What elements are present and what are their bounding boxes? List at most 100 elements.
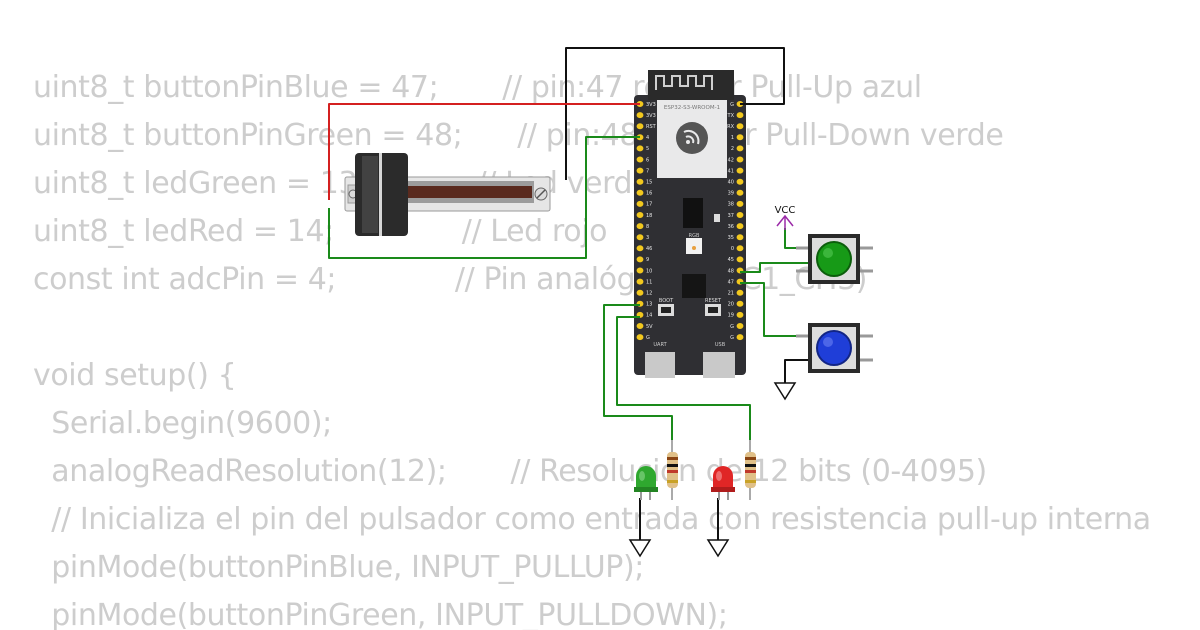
pin-pad[interactable]: [636, 189, 644, 196]
pin-label: RX: [727, 124, 734, 130]
pin-pad[interactable]: [736, 123, 744, 130]
pin-pad[interactable]: [736, 234, 744, 241]
pin-pad[interactable]: [636, 200, 644, 207]
pin-label: 18: [646, 213, 652, 219]
pin-pad[interactable]: [636, 212, 644, 218]
pin-label: 17: [646, 202, 652, 208]
pin-pad[interactable]: [736, 134, 744, 141]
wire-green-button-blue-pin47: [740, 282, 808, 337]
pin-pad[interactable]: [636, 156, 644, 163]
pin-label: 3V3: [646, 113, 656, 119]
reset-label: RESET: [705, 298, 722, 304]
pin-label: 21: [728, 291, 734, 297]
pushbutton-blue[interactable]: [796, 323, 873, 373]
pin-pad[interactable]: [636, 256, 644, 263]
pin-label: 46: [646, 246, 652, 252]
pin-pad[interactable]: [636, 334, 644, 341]
usb-label: USB: [715, 342, 726, 348]
pin-pad[interactable]: [736, 112, 744, 119]
pin-pad[interactable]: [636, 234, 644, 241]
pin-label: 13: [646, 302, 652, 308]
wire-green-pot-adc: [328, 136, 640, 259]
pin-label: 37: [728, 213, 734, 219]
pin-pad[interactable]: [736, 256, 744, 263]
pin-label: 3V3: [646, 102, 656, 108]
pin-pad[interactable]: [736, 200, 744, 207]
pin-label: G: [646, 335, 650, 341]
pin-pad[interactable]: [736, 189, 744, 196]
pin-label: 9: [646, 257, 649, 263]
vcc-label: VCC: [775, 205, 796, 216]
pin-label: 40: [728, 180, 734, 186]
vcc-symbol: VCC: [775, 205, 796, 230]
pin-pad[interactable]: [736, 289, 744, 296]
pin-label: 5V: [646, 324, 653, 330]
code-line: pinMode(buttonPinGreen, INPUT_PULLDOWN);: [33, 598, 728, 630]
pin-pad[interactable]: [736, 156, 744, 163]
pin-pad[interactable]: [636, 278, 644, 285]
pin-pad[interactable]: [636, 178, 644, 185]
pin-label: 12: [646, 291, 652, 297]
esp32-s3-devkit[interactable]: ESP32-S3-WROOM-1 RGB BOOT RESET UART USB…: [634, 70, 746, 378]
wire-green-led-green-pin13: [603, 304, 673, 448]
wire-red-pot-3v3: [328, 103, 640, 200]
wire-green-button-green-pin48: [740, 262, 808, 273]
pin-pad[interactable]: [736, 212, 744, 218]
pin-pad[interactable]: [736, 300, 744, 307]
pin-pad[interactable]: [636, 245, 644, 252]
boot-label: BOOT: [659, 298, 674, 304]
pin-pad[interactable]: [636, 167, 644, 174]
code-line: pinMode(buttonPinBlue, INPUT_PULLUP);: [33, 550, 645, 585]
pin-pad[interactable]: [736, 178, 744, 185]
pin-pad[interactable]: [736, 223, 744, 230]
pin-label: RST: [646, 124, 657, 130]
pin-pad[interactable]: [736, 323, 744, 329]
wires: [328, 47, 808, 540]
pin-label: 4: [646, 135, 649, 141]
led-red[interactable]: [711, 466, 735, 500]
pin-pad[interactable]: [736, 245, 744, 252]
pin-pad[interactable]: [636, 145, 644, 152]
pin-label: 36: [728, 224, 734, 230]
resistor-green-led[interactable]: [667, 440, 678, 500]
pin-pad[interactable]: [636, 289, 644, 296]
pin-label: 0: [731, 246, 734, 252]
pin-label: 39: [728, 191, 734, 197]
pin-label: TX: [727, 113, 735, 119]
code-line: // Inicializa el pin del pulsador como e…: [33, 502, 1151, 537]
pin-pad[interactable]: [636, 223, 644, 230]
pin-label: G: [730, 335, 734, 341]
led-green[interactable]: [634, 466, 658, 500]
pin-label: 6: [646, 157, 649, 163]
pin-pad[interactable]: [636, 112, 644, 119]
resistor-red-led[interactable]: [745, 440, 756, 500]
pin-pad[interactable]: [736, 145, 744, 152]
pin-label: 19: [728, 313, 734, 319]
board-model-label: ESP32-S3-WROOM-1: [664, 105, 720, 111]
pin-pad[interactable]: [736, 311, 744, 318]
rgb-led-label: RGB: [689, 233, 700, 239]
pin-label: 42: [728, 157, 734, 163]
pin-label: 1: [731, 135, 734, 141]
pin-label: 10: [646, 268, 652, 274]
pin-pad[interactable]: [736, 167, 744, 174]
pin-label: 11: [646, 279, 652, 285]
slide-potentiometer[interactable]: [344, 153, 551, 236]
code-line: void setup() {: [33, 358, 237, 393]
pin-pad[interactable]: [636, 323, 644, 329]
pin-label: 15: [646, 180, 652, 186]
pin-label: 35: [728, 235, 734, 241]
pin-label: 7: [646, 168, 649, 174]
pin-label: 41: [728, 168, 734, 174]
pin-label: 48: [728, 268, 734, 274]
pin-label: 16: [646, 191, 652, 197]
pin-pad[interactable]: [736, 334, 744, 341]
pushbutton-green[interactable]: [796, 234, 873, 284]
pin-pad[interactable]: [636, 123, 644, 130]
ground-symbol: [706, 539, 730, 558]
pin-pad[interactable]: [636, 267, 644, 274]
pin-label: 8: [646, 224, 649, 230]
